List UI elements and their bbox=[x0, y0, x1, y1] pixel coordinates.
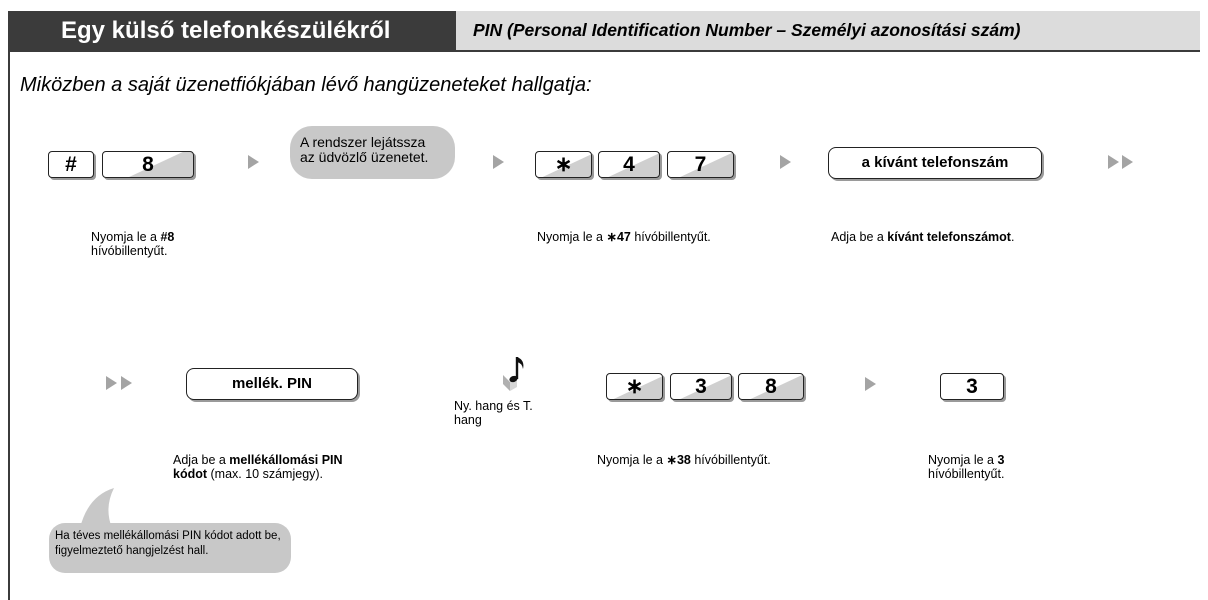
arrow-right-icon bbox=[780, 155, 791, 169]
phone-number-field: a kívánt telefonszám bbox=[828, 147, 1042, 179]
music-note-icon bbox=[500, 354, 530, 392]
arrow-right-icon bbox=[865, 377, 876, 391]
section-subtitle: PIN (Personal Identification Number – Sz… bbox=[456, 11, 1200, 50]
key-4: 4 bbox=[598, 151, 660, 178]
double-arrow-right-icon-b bbox=[121, 376, 132, 390]
key-star: ∗ bbox=[535, 151, 592, 178]
warning-note: Ha téves mellékállomási PIN kódot adott … bbox=[49, 523, 291, 573]
bubble-text: A rendszer lejátssza az üdvözlő üzenetet… bbox=[300, 134, 429, 165]
key-3-single: 3 bbox=[940, 373, 1004, 400]
step-caption-6: Nyomja le a 3 hívóbillentyűt. bbox=[928, 453, 1005, 481]
double-arrow-right-icon bbox=[106, 376, 117, 390]
double-arrow-right-icon bbox=[1108, 155, 1119, 169]
step-caption-5: Nyomja le a ∗38 hívóbillentyűt. bbox=[597, 453, 771, 467]
header-divider bbox=[8, 50, 1200, 52]
step-caption-1: Nyomja le a #8 hívóbillentyűt. bbox=[91, 230, 175, 258]
pin-field: mellék. PIN bbox=[186, 368, 358, 400]
left-border bbox=[8, 50, 10, 600]
arrow-right-icon bbox=[493, 155, 504, 169]
intro-text: Miközben a saját üzenetfiókjában lévő ha… bbox=[20, 74, 592, 96]
speech-tail-icon bbox=[60, 486, 120, 528]
key-3: 3 bbox=[670, 373, 732, 400]
double-arrow-right-icon-b bbox=[1122, 155, 1133, 169]
step-caption-3: Adja be a kívánt telefonszámot. bbox=[831, 230, 1015, 244]
section-title: Egy külső telefonkészülékről bbox=[8, 11, 456, 50]
step-caption-4: Adja be a mellékállomási PIN kódot (max.… bbox=[173, 453, 343, 481]
arrow-right-icon bbox=[248, 155, 259, 169]
key-hash: # bbox=[48, 151, 94, 178]
key-8: 8 bbox=[738, 373, 804, 400]
key-star: ∗ bbox=[606, 373, 663, 400]
key-8: 8 bbox=[102, 151, 194, 178]
tone-label: Ny. hang és T. hang bbox=[454, 399, 533, 427]
system-message-bubble: A rendszer lejátssza az üdvözlő üzenetet… bbox=[290, 126, 455, 179]
key-7: 7 bbox=[667, 151, 734, 178]
step-caption-2: Nyomja le a ∗47 hívóbillentyűt. bbox=[537, 230, 711, 244]
